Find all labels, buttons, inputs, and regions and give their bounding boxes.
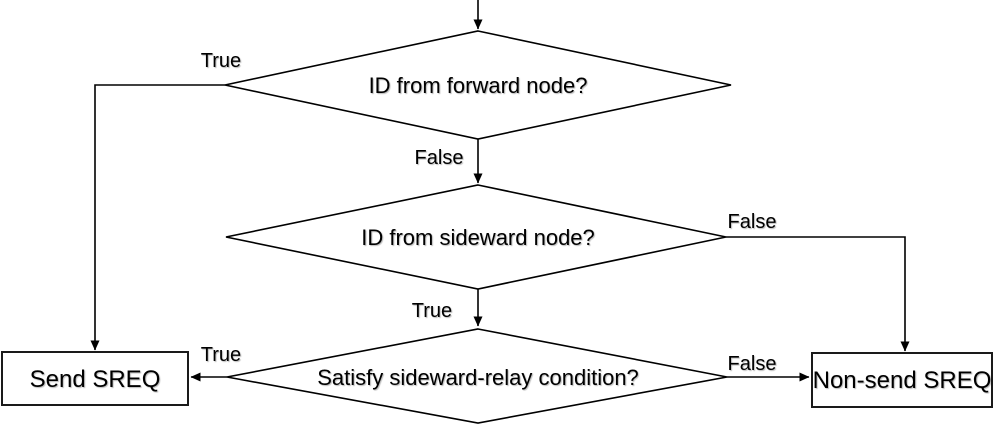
decision-id-forward-node-label: ID from forward node?: [369, 73, 588, 98]
branch-label-d1-false: False: [415, 147, 464, 169]
branch-label-d2-false: False: [728, 211, 777, 233]
branch-label-d2-true: True: [412, 300, 452, 322]
send-sreq-label: Send SREQ: [30, 366, 161, 393]
branch-label-d3-false: False: [728, 353, 777, 375]
decision-id-sideward-node: [225, 184, 727, 290]
branch-label-d1-true: True: [201, 50, 241, 72]
non-send-sreq-label: Non-send SREQ: [813, 367, 992, 394]
edge-d2-false: [726, 236, 910, 352]
decision-id-forward-node: [224, 30, 732, 140]
send-sreq-box: [1, 351, 189, 406]
decision-sideward-relay-condition-label: Satisfy sideward-relay condition?: [317, 365, 639, 390]
edge-d1-true: [90, 84, 225, 351]
decision-sideward-relay-condition: [226, 328, 728, 424]
branch-label-d3-true: True: [201, 344, 241, 366]
non-send-sreq-box: [811, 352, 993, 408]
decision-id-sideward-node-label: ID from sideward node?: [361, 225, 595, 250]
